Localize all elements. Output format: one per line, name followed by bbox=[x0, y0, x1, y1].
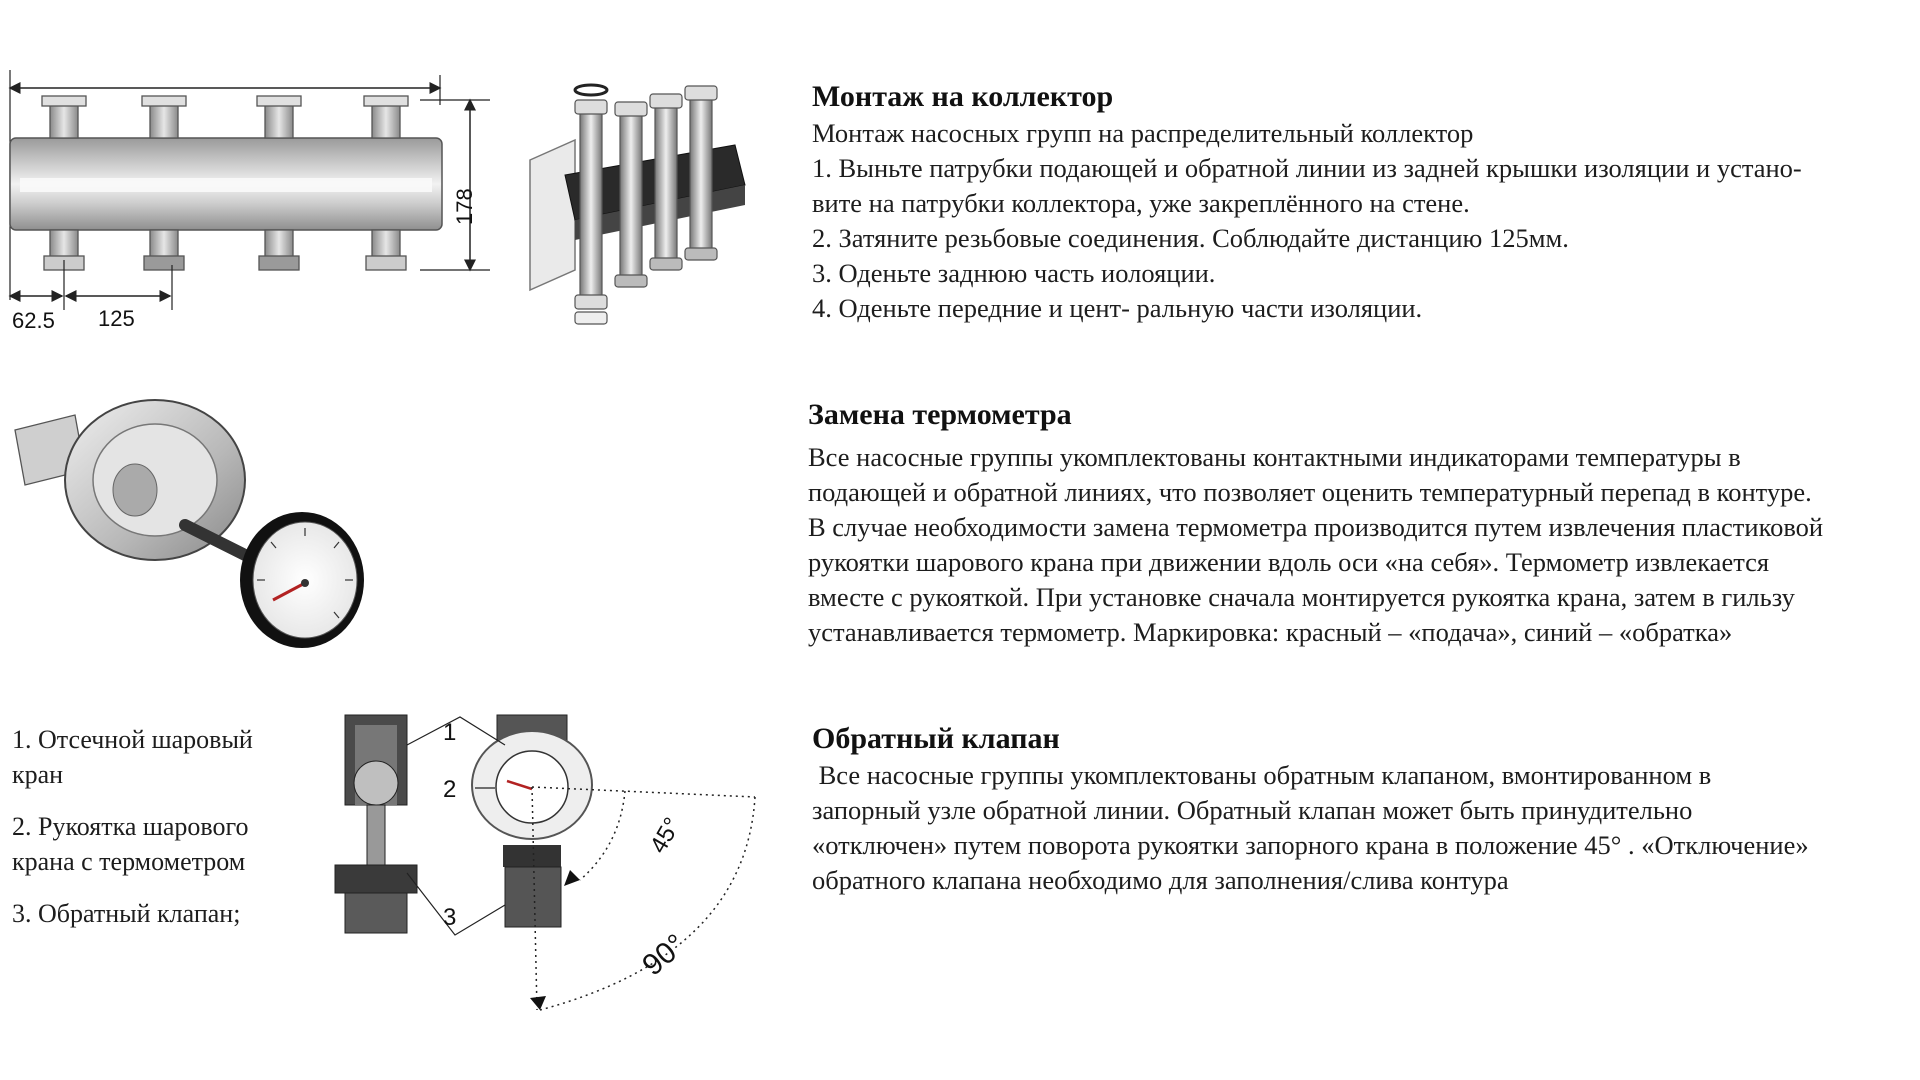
section-body-thermometer: Все насосные группы укомплектованы конта… bbox=[808, 442, 1824, 647]
section-title-montage: Монтаж на коллектор bbox=[812, 80, 1114, 113]
valve-legend: 1. Отсечной шаровый кран 2. Рукоятка шар… bbox=[12, 722, 312, 948]
section-check-valve: Обратный клапан Все насосные группы уком… bbox=[812, 722, 1809, 898]
callout-1: 1 bbox=[443, 719, 456, 746]
valve-section-diagram: 1 2 3 45° 90° bbox=[334, 714, 756, 1011]
dim-offset-label: 62.5 bbox=[12, 308, 55, 333]
dim-height-label: 178 bbox=[452, 188, 477, 225]
section-body-montage: Монтаж насосных групп на распределительн… bbox=[812, 118, 1802, 323]
thermometer-handle-illustration bbox=[14, 399, 364, 648]
dim-spacing-label: 125 bbox=[98, 306, 135, 331]
section-montage: Монтаж на коллектор Монтаж насосных груп… bbox=[812, 80, 1802, 326]
section-body-check-valve: Все насосные группы укомплектованы обрат… bbox=[812, 760, 1809, 895]
section-thermometer: Замена термометра Все насосные группы ук… bbox=[808, 398, 1823, 650]
section-title-check-valve: Обратный клапан bbox=[812, 722, 1060, 755]
manifold-3d-illustration bbox=[529, 83, 746, 325]
manifold-dimension-drawing: 178 62.5 125 bbox=[8, 70, 490, 333]
section-title-thermometer: Замена термометра bbox=[808, 398, 1072, 431]
legend-item-1: 1. Отсечной шаровый кран bbox=[12, 725, 253, 789]
angle-45-label: 45° bbox=[645, 813, 687, 858]
legend-item-3: 3. Обратный клапан; bbox=[12, 899, 241, 928]
callout-3: 3 bbox=[443, 904, 456, 931]
callout-2: 2 bbox=[443, 776, 456, 803]
angle-90-label: 90° bbox=[636, 928, 692, 982]
legend-item-2: 2. Рукоятка шарового крана с термометром bbox=[12, 812, 249, 876]
